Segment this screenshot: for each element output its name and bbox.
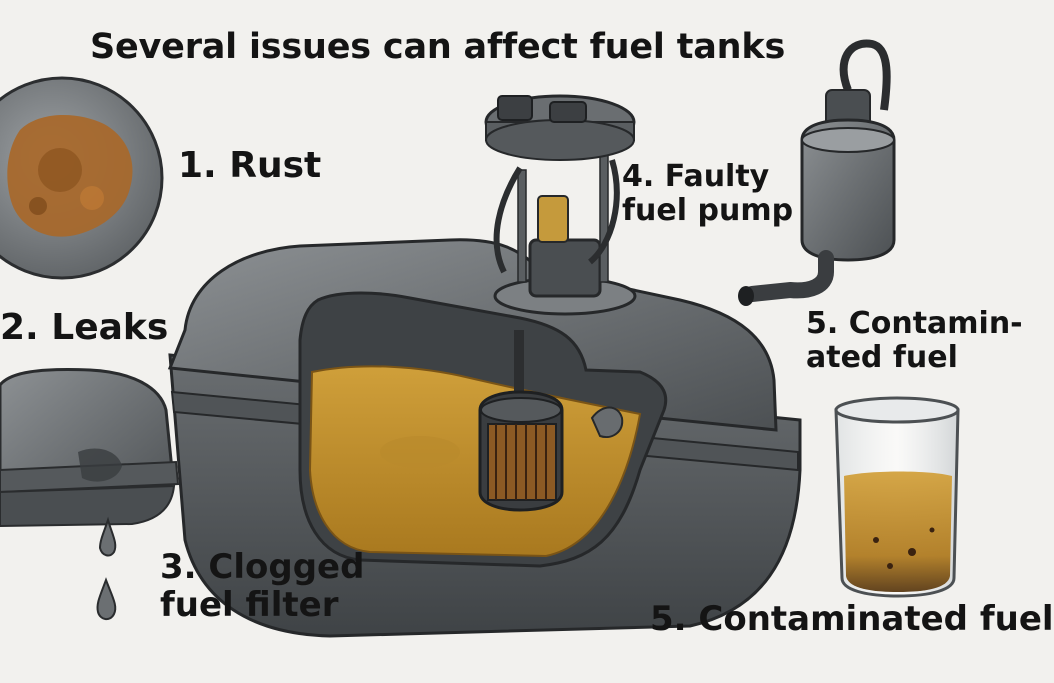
label-pump-line1: 4. Faulty (622, 159, 770, 194)
label-clogged-fuel-filter: 3. Clogged fuel filter (160, 548, 364, 624)
label-faulty-fuel-pump: 4. Faulty fuel pump (622, 160, 793, 227)
fuel-tank-illustration (0, 39, 960, 638)
label-clogged-line2: fuel filter (160, 585, 339, 626)
label-rust: 1. Rust (178, 145, 322, 186)
faulty-fuel-pump (738, 39, 896, 306)
fuel-drop-icon (96, 577, 117, 620)
label-leaks: 2. Leaks (0, 307, 169, 348)
contaminated-fuel-jar (834, 396, 960, 598)
clogged-filter (478, 330, 564, 512)
fuel-pump-assembly (484, 94, 637, 316)
label-pump-line2: fuel pump (622, 192, 794, 228)
label-clogged-line1: 3. Clogged (160, 547, 365, 587)
label-contaminated-fuel-lower: 5. Contaminated fuel (650, 599, 1054, 639)
rust-sample-disk (0, 76, 164, 280)
fuel-drop-icon (98, 516, 117, 557)
label-contam-a-line2: ated fuel (806, 339, 958, 375)
leaking-tank (0, 368, 180, 620)
label-contaminated-fuel-upper: 5. Contamin- ated fuel (806, 307, 1023, 374)
label-contam-a-line1: 5. Contamin- (806, 306, 1023, 341)
page-title: Several issues can affect fuel tanks (90, 27, 786, 67)
